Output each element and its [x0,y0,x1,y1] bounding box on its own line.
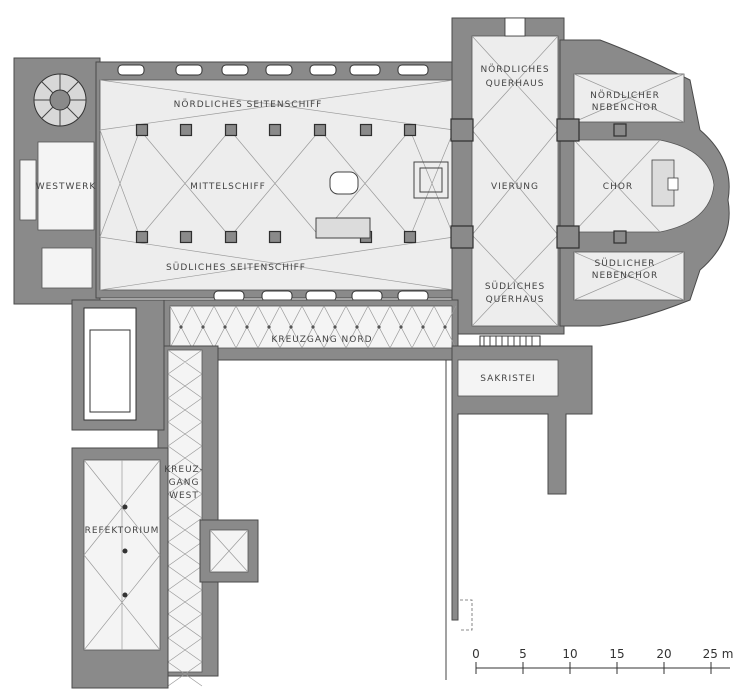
label-nord-seitenschiff: NÖRDLICHES SEITENSCHIFF [174,99,323,110]
label-kreuzgang-west-1: KREUZ- [164,465,204,475]
label-nord-querhaus-2: QUERHAUS [486,79,545,89]
cloister-boss-5 [289,325,293,329]
choir [559,39,730,327]
transept [451,17,565,335]
cloister-boss-7 [333,325,337,329]
crossing-pier-1 [450,225,474,249]
pier-north-0 [135,123,149,137]
sacristy [451,335,593,621]
scale-tick-5: 5 [519,647,527,661]
font [315,161,449,239]
pier-south-2 [224,230,238,244]
cloister-boss-0 [179,325,183,329]
cloister-boss-8 [355,325,359,329]
label-refektorium: REFEKTORIUM [85,526,160,536]
label-vierung: VIERUNG [491,182,539,192]
pier-south-5 [403,230,417,244]
label-kreuzgang-nord: KREUZGANG NORD [271,335,372,345]
pier-north-6 [403,123,417,137]
cloister-boss-11 [421,325,425,329]
label-sued-nebenchor-2: NEBENCHOR [592,271,658,281]
scale-tick-20: 20 [656,647,671,661]
crossing-pier-2 [556,118,580,142]
label-sued-querhaus-1: SÜDLICHES [485,281,545,292]
scale-tick-25: 25 m [703,647,734,661]
labels: WESTWERK NÖRDLICHES SEITENSCHIFF MITTELS… [36,64,660,536]
label-nord-querhaus-1: NÖRDLICHES [480,64,549,75]
piers [135,118,627,249]
label-nord-nebenchor-2: NEBENCHOR [592,103,658,113]
cloister-boss-4 [267,325,271,329]
pier-north-2 [224,123,238,137]
label-sued-nebenchor-1: SÜDLICHER [595,258,656,269]
scale-tick-10: 10 [562,647,577,661]
scale-tick-15: 15 [609,647,624,661]
cloister-boss-9 [377,325,381,329]
refectory [71,299,169,689]
label-sakristei: SAKRISTEI [480,374,535,384]
label-kreuzgang-west-3: WEST [169,491,199,501]
pier-north-1 [179,123,193,137]
label-westwerk: WESTWERK [36,182,97,192]
cloister-boss-12 [443,325,447,329]
label-sued-querhaus-2: QUERHAUS [486,295,545,305]
pier-north-3 [268,123,282,137]
nave [95,61,461,302]
label-kreuzgang-west-2: GANG [169,478,200,488]
cloister-boss-3 [245,325,249,329]
crossing-pier-3 [556,225,580,249]
westwerk [13,57,101,305]
label-chor: CHOR [603,182,633,192]
crossing-pier-0 [450,118,474,142]
pier-south-3 [268,230,282,244]
choir-pier-0 [613,123,627,137]
cloister-boss-6 [311,325,315,329]
pier-south-0 [135,230,149,244]
pier-north-4 [313,123,327,137]
label-mittelschiff: MITTELSCHIFF [190,182,266,192]
choir-pier-1 [613,230,627,244]
cloister-boss-10 [399,325,403,329]
pier-south-1 [179,230,193,244]
label-sued-seitenschiff: SÜDLICHES SEITENSCHIFF [166,262,306,273]
scale-tick-0: 0 [472,647,480,661]
cloister-boss-2 [223,325,227,329]
cloister-west [157,345,259,687]
cloister-boss-1 [201,325,205,329]
scale-bar: 0 5 10 15 20 25 m [472,647,733,674]
label-nord-nebenchor-1: NÖRDLICHER [590,90,660,101]
pier-north-5 [359,123,373,137]
